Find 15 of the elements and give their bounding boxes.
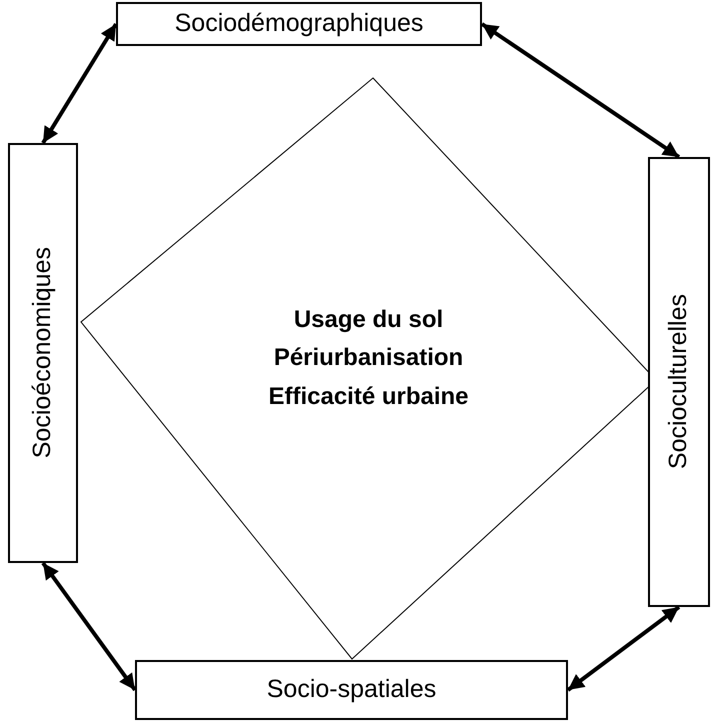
category-box: [8, 143, 78, 563]
category-box: [116, 2, 482, 46]
center-text: Efficacité urbaine: [268, 382, 469, 412]
center-text: Usage du sol: [294, 304, 444, 335]
box-label: Socio-spatiales: [266, 676, 436, 704]
double-arrow: [566, 605, 680, 692]
box-label: Socioéconomiques: [29, 247, 57, 459]
box-label: Sociodémographiques: [174, 10, 424, 38]
double-arrow: [480, 22, 680, 159]
double-arrow: [41, 22, 118, 144]
category-box: [648, 157, 710, 607]
box-label: Socioculturelles: [665, 294, 693, 470]
center-text: Périurbanisation: [274, 343, 464, 374]
category-box: [135, 660, 568, 720]
double-arrow: [41, 562, 137, 692]
